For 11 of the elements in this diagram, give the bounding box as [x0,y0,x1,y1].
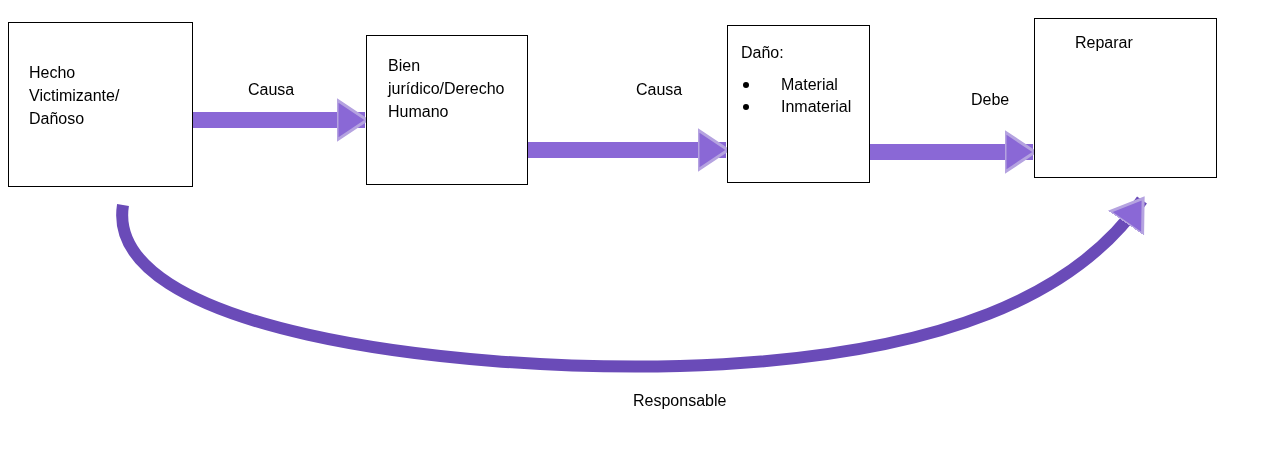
process-box [727,25,870,183]
process-box [366,35,528,185]
bullet-item: Inmaterial [781,96,852,117]
bullet-item: Material [781,75,838,96]
arrow [117,196,1147,373]
box-text: Bien jurídico/Derecho Humano [388,56,506,123]
box-text: Hecho Victimizante/ Dañoso [29,63,121,130]
box-text: Reparar [1075,33,1134,53]
process-box [1034,18,1217,178]
box-text: Daño: [741,43,785,63]
process-box [8,22,193,187]
